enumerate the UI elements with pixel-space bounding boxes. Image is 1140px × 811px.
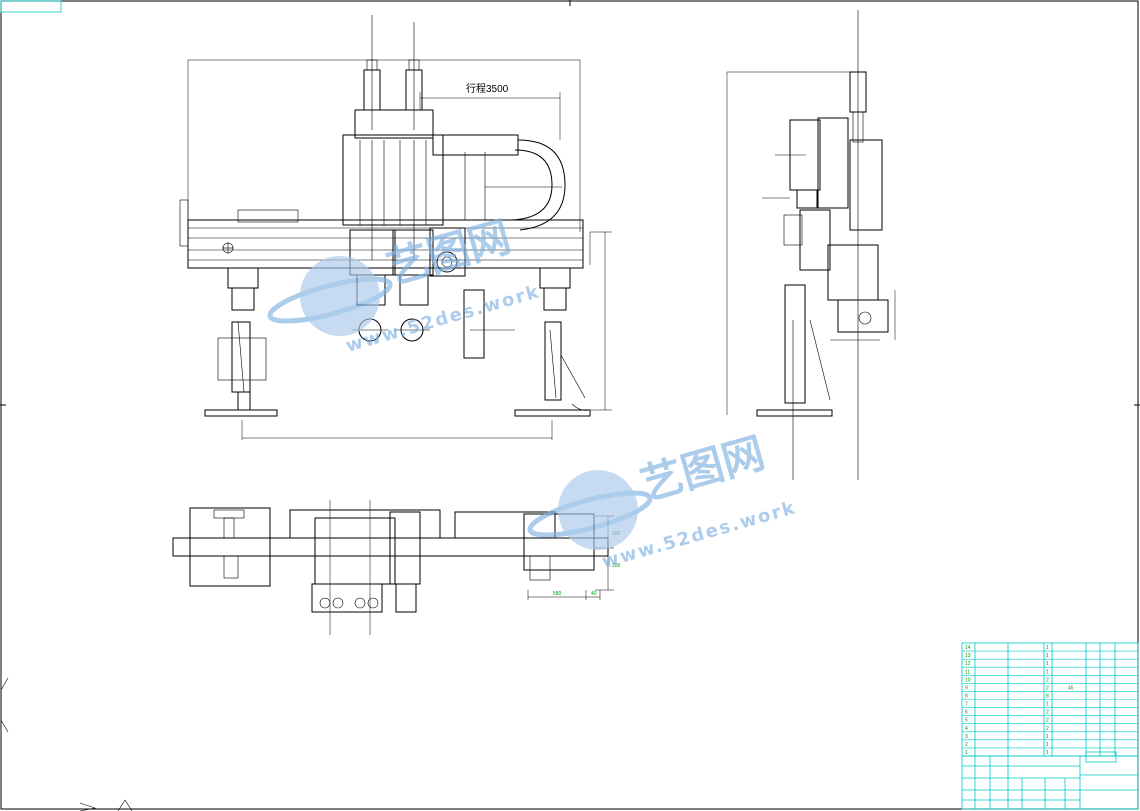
bom-item-number: 2 (965, 742, 968, 748)
bom-item-note: 45 (1068, 685, 1074, 691)
bom-item-number: 12 (965, 661, 971, 667)
bom-item-number: 1 (965, 750, 968, 756)
corner-tag (0, 0, 62, 13)
bom-item-number: 6 (965, 710, 968, 716)
bom-item-quantity: 1 (1046, 661, 1049, 667)
bom-item-number: 11 (965, 669, 970, 675)
bom-item-quantity: 1 (1046, 742, 1049, 748)
bom-item-number: 9 (965, 685, 968, 691)
bom-item-quantity: 2 (1046, 726, 1049, 732)
globe-icon (300, 256, 380, 336)
bom-item-quantity: 1 (1046, 645, 1049, 651)
bom-item-quantity: 2 (1046, 685, 1049, 691)
globe-icon (558, 470, 638, 550)
bom-item-quantity: 1 (1046, 669, 1049, 675)
watermark-brand: 艺图网 (635, 428, 770, 510)
bom-item-number: 14 (965, 645, 971, 651)
watermark-brand: 艺图网 (381, 212, 516, 294)
dim-v2: 200 (612, 563, 621, 569)
bom-item-quantity: 1 (1046, 734, 1049, 740)
bom-item-quantity: 1 (1046, 702, 1049, 708)
bom-item-number: 8 (965, 694, 968, 700)
title-block (961, 751, 1139, 810)
bom-item-quantity: 1 (1046, 750, 1049, 756)
bom-item-quantity: 2 (1046, 677, 1049, 683)
bom-item-number: 4 (965, 726, 968, 732)
stroke-annotation: 行程3500 (466, 82, 509, 95)
bom-item-quantity: 8 (1046, 694, 1049, 700)
bom-item-quantity: 1 (1046, 653, 1049, 659)
top-view: 300 200 580 40 (172, 500, 621, 635)
dim-h2: 40 (591, 591, 597, 597)
bom-item-number: 10 (965, 677, 971, 683)
bom-item-number: 3 (965, 734, 968, 740)
bom-item-quantity: 2 (1046, 718, 1049, 724)
dim-h1: 580 (553, 591, 562, 597)
bom-item-quantity: 2 (1046, 710, 1049, 716)
side-view (726, 10, 896, 480)
watermark-logo: 艺图网 www.52des.work (527, 428, 799, 573)
bom-item-number: 13 (965, 653, 971, 659)
watermark-logo: 艺图网 www.52des.work (267, 212, 543, 357)
front-view: 行程3500 (179, 15, 612, 440)
bom-item-number: 5 (965, 718, 968, 724)
bom-item-number: 7 (965, 702, 968, 708)
